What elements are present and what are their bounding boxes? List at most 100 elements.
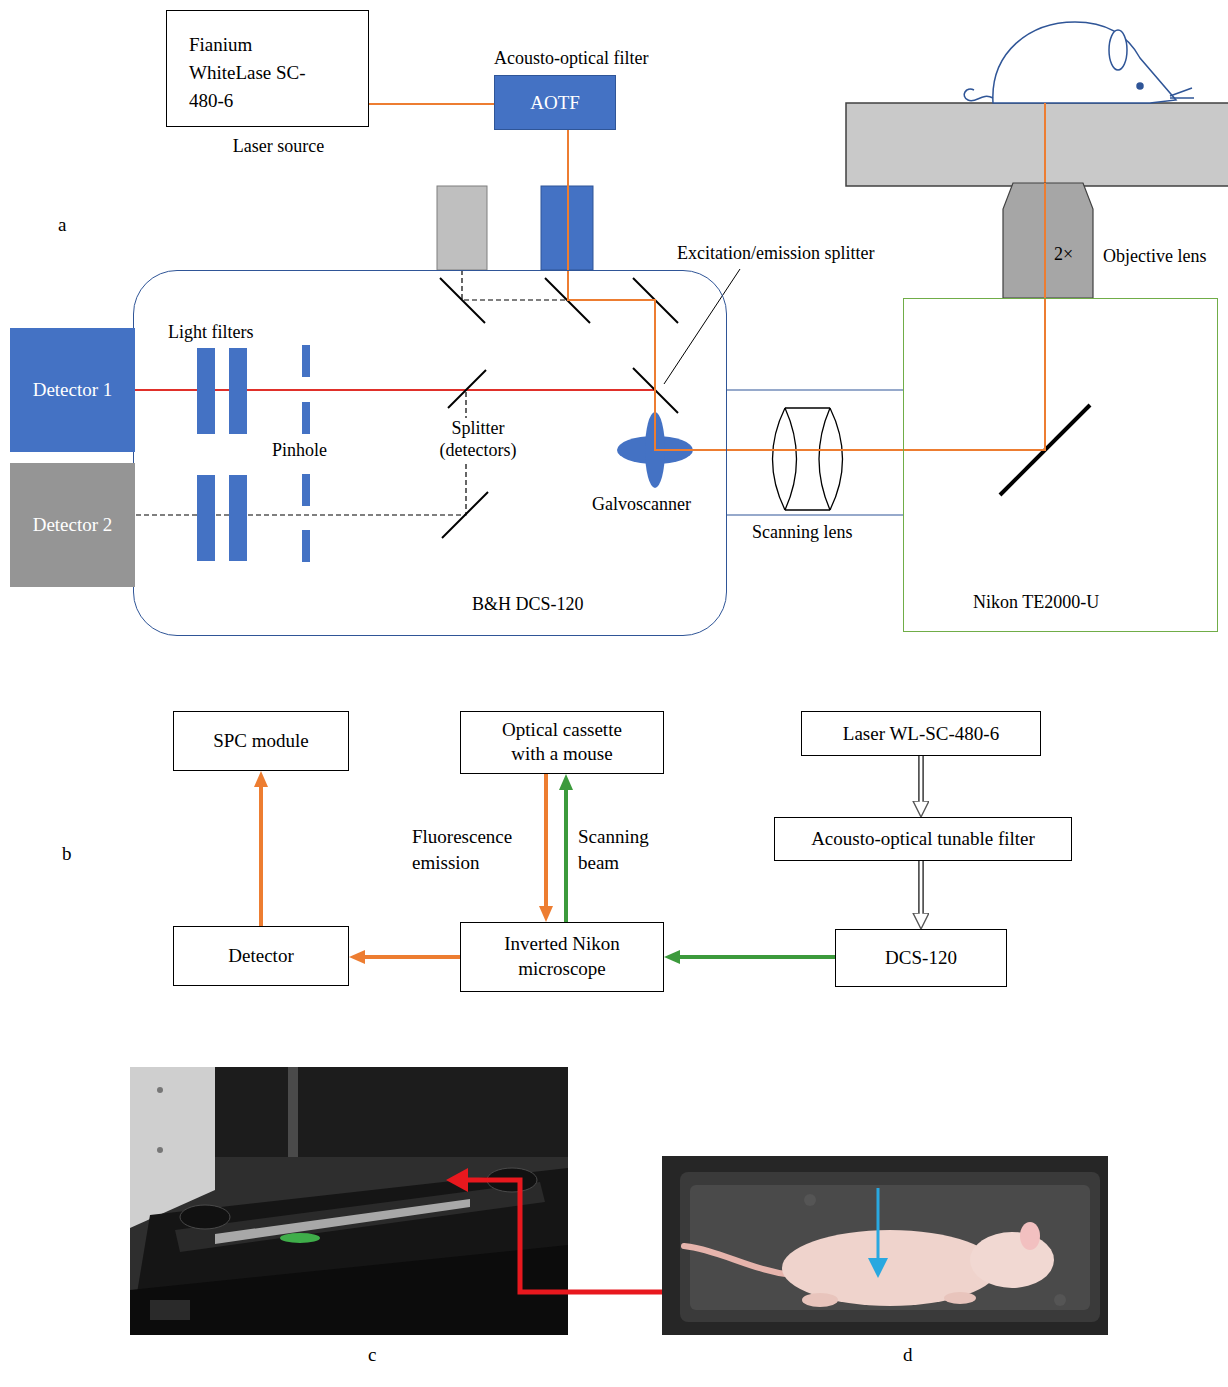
objective-outline: [1003, 183, 1093, 298]
microscope-housing: Nikon TE2000-U: [903, 298, 1218, 632]
connector: [670, 957, 835, 958]
photo-microscope-stage: [130, 1245, 568, 1335]
detector-box: Detector 1: [10, 328, 135, 452]
pinhole: [302, 402, 310, 434]
light-filter: [229, 475, 247, 561]
detector-branch: [135, 392, 466, 515]
light-filter: [197, 475, 215, 561]
pointer-arrow: [868, 1188, 888, 1278]
port-block: [437, 186, 593, 270]
mouse-sketch: [964, 89, 993, 101]
photo-mouse-cassette: [662, 1156, 1108, 1335]
connector-core: [920, 861, 923, 914]
box-text: Inverted Nikon microscope: [487, 932, 637, 981]
light-filter: [197, 348, 247, 561]
connector: [546, 774, 547, 916]
part-label: Light filters: [168, 322, 253, 344]
connector: [261, 777, 262, 926]
photo-mouse-cassette: [680, 1172, 1100, 1322]
mirror: [440, 278, 485, 323]
process-box: DCS-120: [835, 929, 1007, 987]
link-arrow: [446, 1168, 468, 1192]
photo-microscope-stage: [150, 1300, 190, 1320]
panel-letter: a: [58, 214, 66, 237]
connector: [918, 861, 924, 916]
mouse-sketch: [1137, 83, 1143, 89]
scanning-lens-symbol: [773, 408, 786, 510]
filter-box: Acousto-optical filterAOTF: [494, 75, 616, 130]
connector-core: [920, 756, 923, 802]
photo-mouse-cassette: [662, 1156, 1108, 1335]
process-box: Inverted Nikon microscope: [460, 922, 664, 992]
edge-label: Fluorescence emission: [412, 824, 537, 875]
microscope-stage: [846, 103, 1228, 186]
photo-mouse-cassette: [1054, 1294, 1066, 1306]
photo-mouse-cassette: [802, 1293, 838, 1307]
box-caption: Acousto-optical filter: [494, 47, 648, 70]
scanning-lens-symbol: [773, 408, 843, 510]
photo-microscope-stage: [157, 1087, 163, 1093]
photo-microscope-stage: [130, 1067, 568, 1335]
photo-microscope-stage: [280, 1233, 320, 1243]
light-filter: [229, 348, 247, 434]
light-filter: [197, 348, 215, 434]
detector-box: Detector 2: [10, 463, 135, 587]
connector: [259, 777, 263, 926]
box-text: Detector: [228, 944, 293, 969]
panel-letter: d: [903, 1344, 913, 1367]
box-text: Acousto-optical tunable filter: [811, 827, 1035, 852]
box-text: Laser WL-SC-480-6: [843, 721, 999, 746]
leader-line: [664, 269, 740, 384]
mouse-sketch: [993, 22, 1176, 103]
photo-microscope-stage: [215, 1199, 470, 1244]
process-box: Optical cassette with a mouse: [460, 711, 664, 774]
connector: [921, 756, 922, 804]
photo-microscope-stage: [130, 1067, 215, 1228]
connector: [355, 957, 460, 958]
part-label: Scanning lens: [752, 522, 853, 544]
lens-tube: [727, 390, 903, 515]
photo-microscope-stage: [157, 1147, 163, 1153]
pointer-arrow: [868, 1258, 888, 1278]
photo-mouse-cassette: [804, 1194, 816, 1206]
panel-letter: b: [62, 843, 72, 866]
connector: [544, 774, 548, 916]
panel-letter: c: [368, 1344, 376, 1367]
pinhole: [302, 530, 310, 562]
lens-tube: [727, 514, 903, 515]
objective-lens: 2×Objective lens: [1003, 183, 1093, 298]
connector: [369, 103, 494, 105]
scanning-lens-symbol: [830, 408, 843, 510]
connector: [564, 780, 568, 922]
lens-tube: [727, 389, 903, 390]
box-text: Detector 2: [33, 513, 113, 538]
photo-microscope-stage: [130, 1168, 568, 1335]
pinhole: [302, 345, 310, 377]
connector: [355, 955, 460, 959]
edge-label: Scanning beam: [578, 824, 670, 875]
box-caption: B&H DCS-120: [472, 593, 584, 616]
part-label: Excitation/emission splitter: [677, 243, 874, 265]
leader-line: [664, 269, 740, 384]
photo-microscope-stage: [130, 1067, 568, 1335]
scanning-lens-symbol: [785, 509, 830, 510]
process-box: Laser WL-SC-480-6: [801, 711, 1041, 756]
part-label: Pinhole: [272, 440, 327, 462]
port-block: [437, 186, 487, 270]
part-label: Splitter (detectors): [436, 418, 520, 461]
mouse-sketch: [1170, 88, 1194, 98]
photo-microscope-stage: [215, 1067, 568, 1157]
pointer-arrow: [877, 1188, 880, 1262]
objective-outline: [1003, 183, 1093, 298]
photo-mouse-cassette: [1020, 1222, 1040, 1250]
mouse-sketch: [964, 22, 1194, 103]
process-box: Acousto-optical tunable filter: [774, 817, 1072, 861]
box-text: SPC module: [213, 729, 309, 754]
excitation-beam: [1044, 183, 1046, 298]
box-caption: Objective lens: [1103, 245, 1206, 268]
photo-microscope-stage: [180, 1205, 230, 1229]
photo-microscope-stage: [288, 1067, 298, 1157]
box-caption: Fianium WhiteLase SC-480-6: [189, 31, 307, 115]
